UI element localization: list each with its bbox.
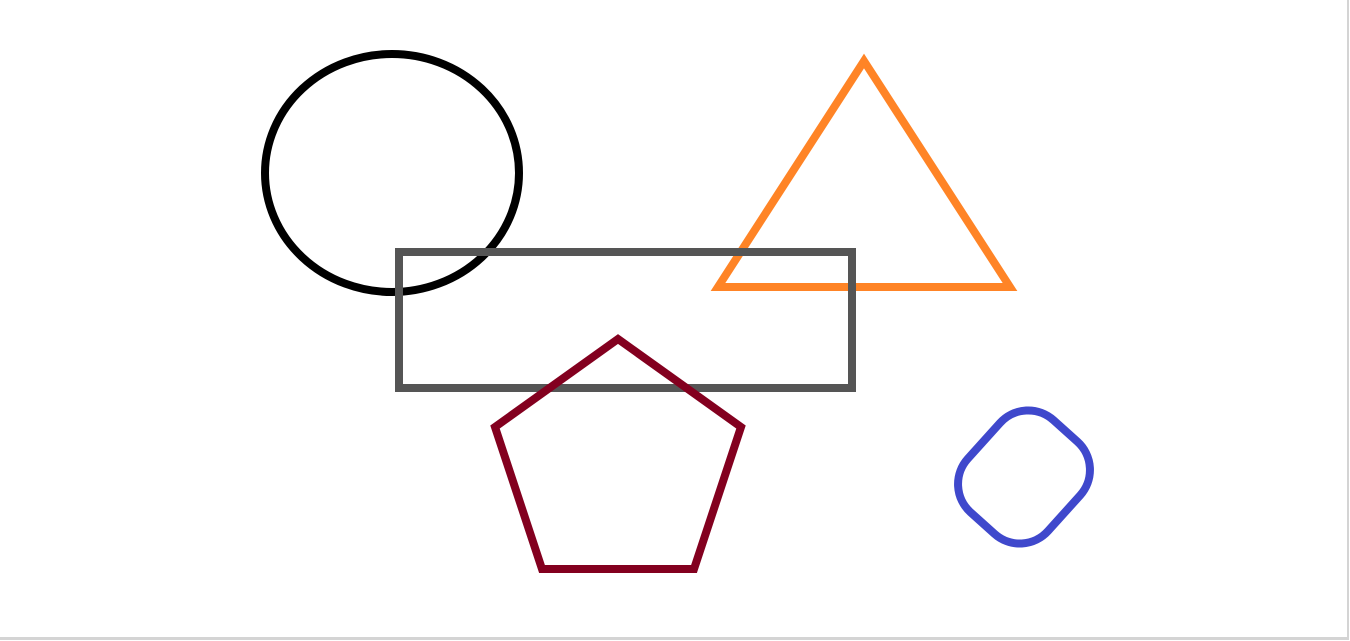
triangle-shape[interactable] bbox=[710, 53, 1018, 291]
circle-shape[interactable] bbox=[261, 50, 523, 296]
rounded-square-shape[interactable] bbox=[942, 395, 1105, 559]
rectangle-shape[interactable] bbox=[395, 248, 856, 392]
pentagon-shape[interactable] bbox=[490, 334, 746, 573]
